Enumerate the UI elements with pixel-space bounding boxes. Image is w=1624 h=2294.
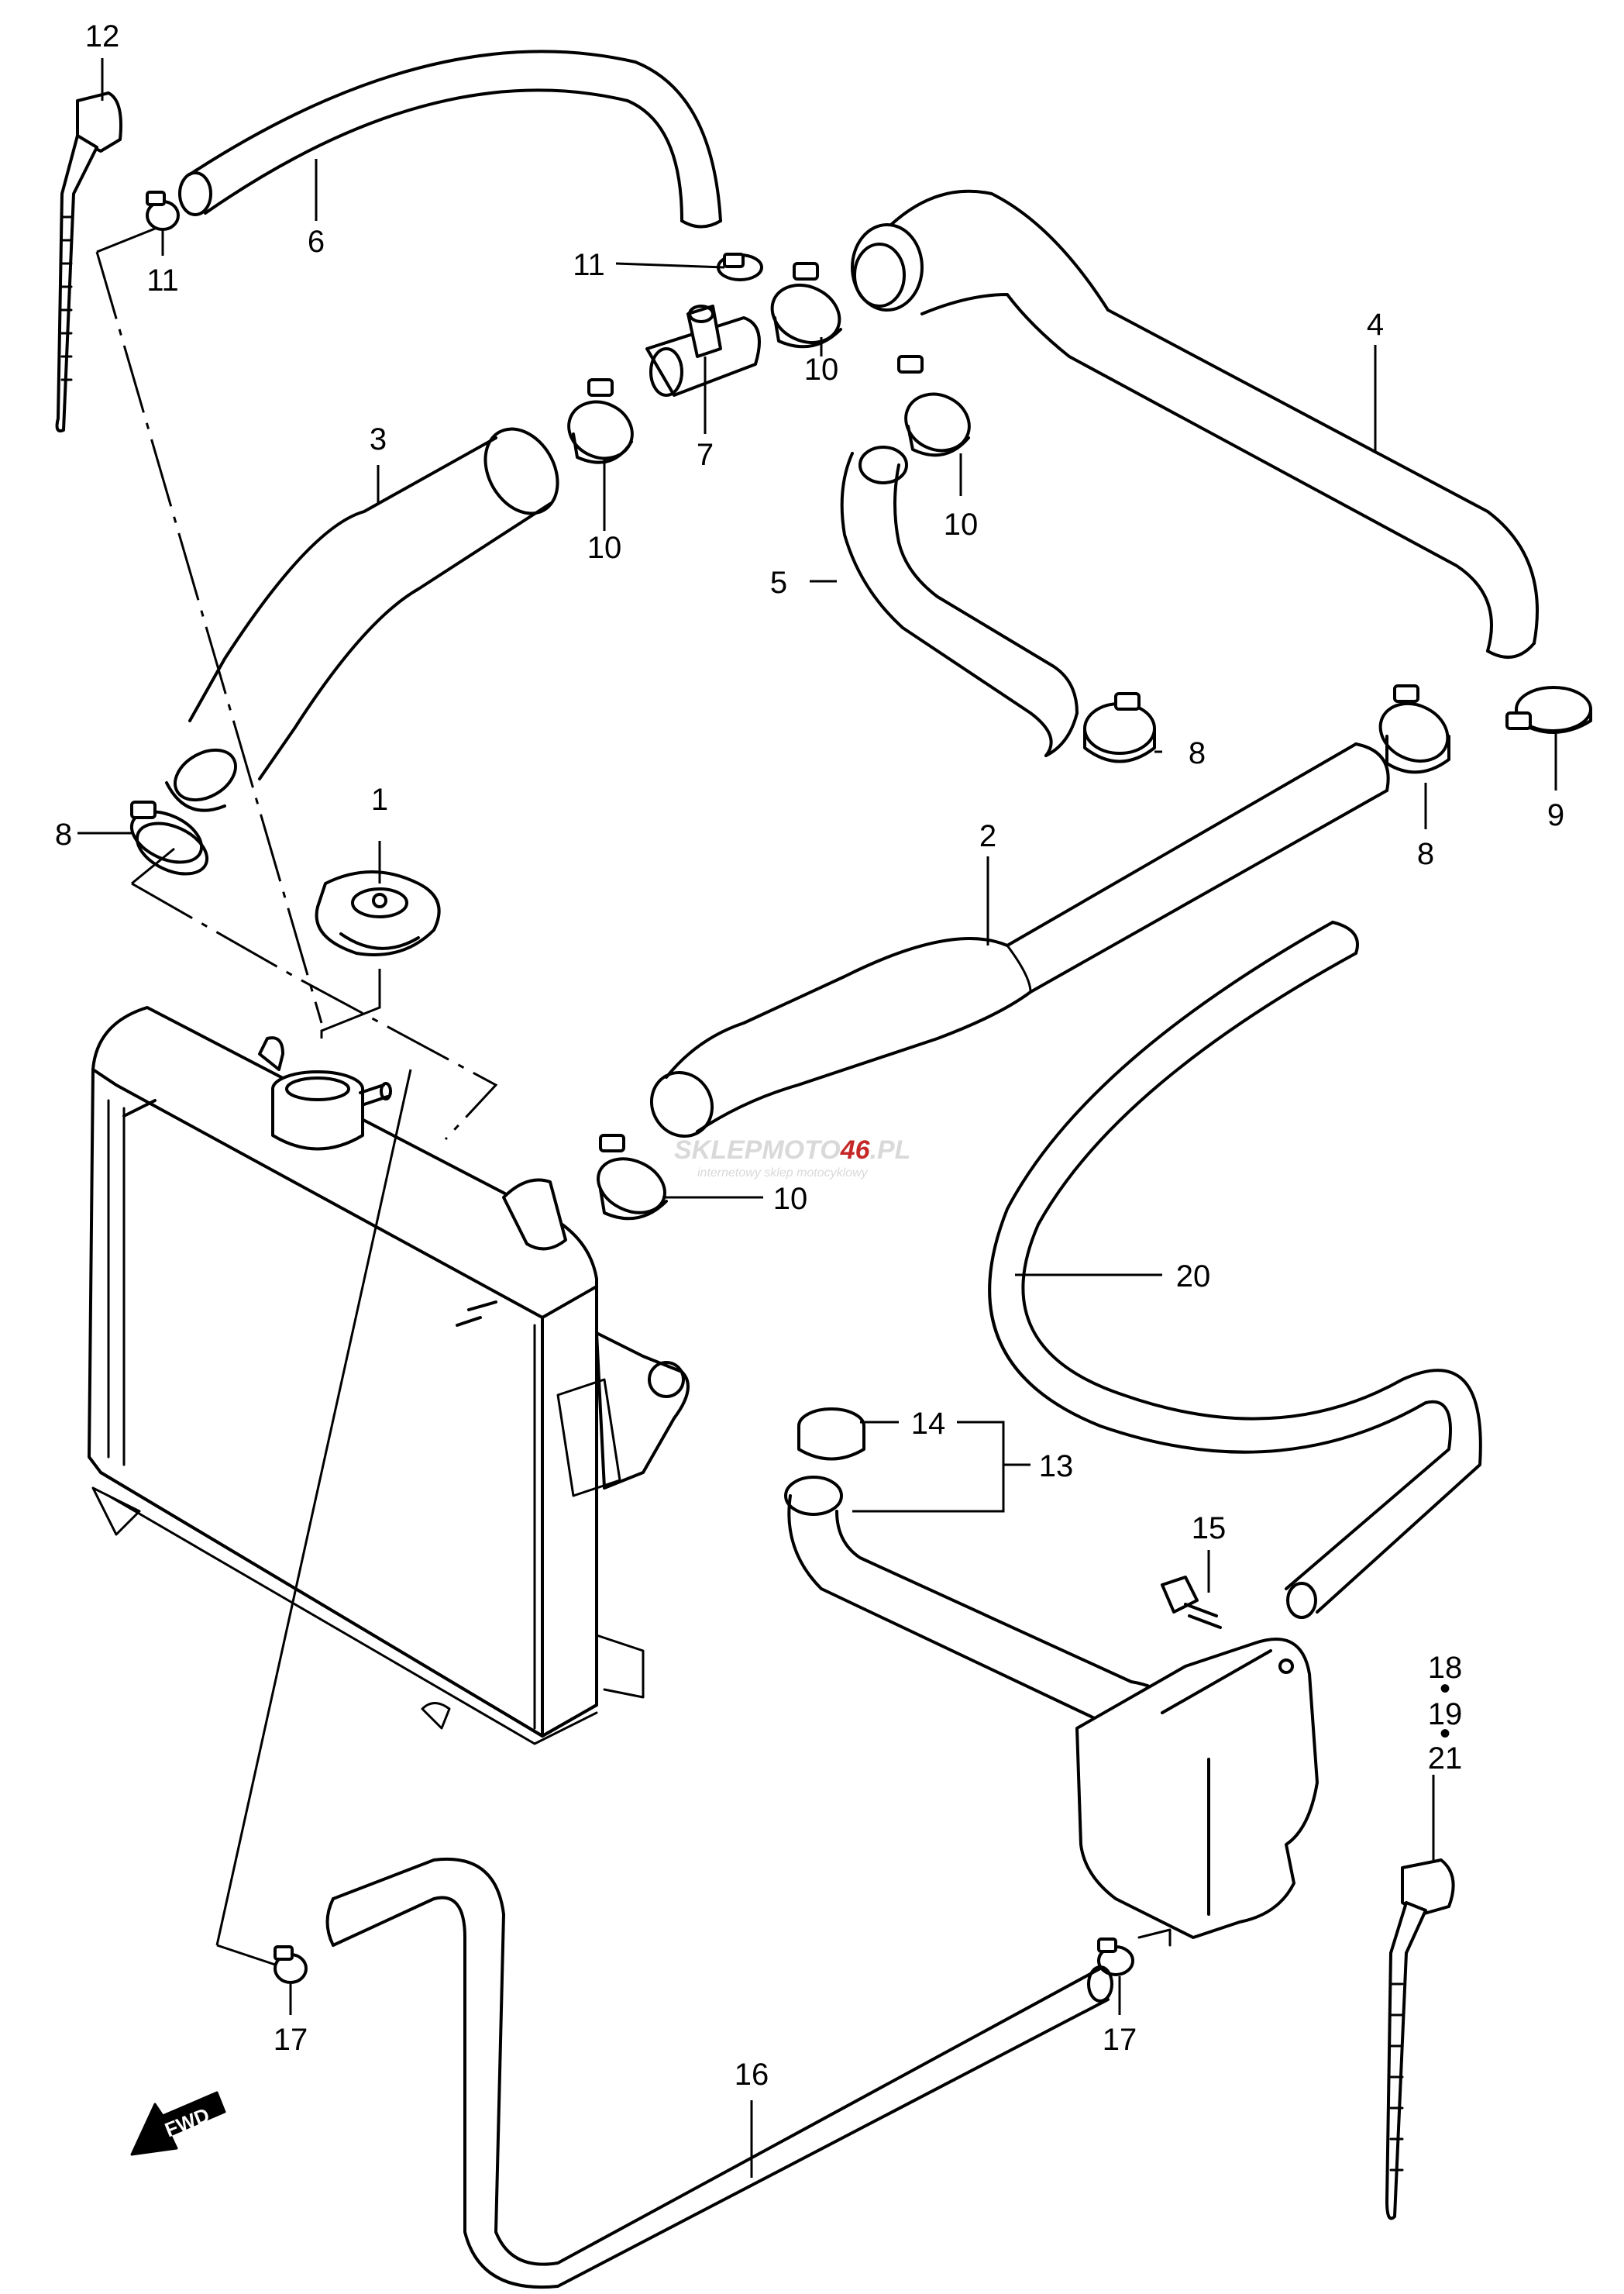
joint-7 (645, 305, 761, 397)
label-5: 5 (770, 566, 787, 600)
label-9: 9 (1547, 798, 1564, 832)
label-10-a: 10 (587, 531, 622, 565)
hose-5 (840, 446, 1079, 757)
svg-text:internetowy sklep motocyklowy: internetowy sklep motocyklowy (697, 1166, 869, 1180)
label-2: 2 (979, 819, 996, 853)
label-21: 21 (1428, 1741, 1463, 1776)
radiator (88, 1006, 690, 1745)
hose-16 (325, 1857, 1113, 2289)
clamp-11-top (146, 191, 180, 231)
label-19: 19 (1428, 1697, 1463, 1731)
label-7: 7 (697, 438, 714, 472)
label-8-left: 8 (55, 818, 72, 852)
hose-2 (649, 742, 1390, 1138)
label-4: 4 (1367, 308, 1384, 342)
label-13: 13 (1039, 1449, 1074, 1483)
clamp-10-b (770, 262, 842, 349)
clamp-17-right (1097, 1938, 1134, 1976)
bolt-15 (1161, 1576, 1222, 1629)
separator-dot-1: • (1440, 1672, 1450, 1706)
watermark-logo: SKLEPMOTO46.PL internetowy sklep motocyk… (674, 1135, 910, 1180)
label-10-d: 10 (773, 1182, 808, 1216)
cable-tie-12 (55, 91, 122, 432)
label-12: 12 (85, 19, 120, 53)
label-10-b: 10 (804, 353, 839, 387)
label-18: 18 (1428, 1651, 1463, 1685)
clamp-8-right (1378, 684, 1450, 774)
label-17-right: 17 (1103, 2023, 1137, 2057)
separator-dot-2: • (1440, 1717, 1450, 1751)
radiator-cap (315, 870, 441, 956)
clamp-8-mid (1083, 692, 1156, 763)
label-11-mid: 11 (573, 248, 605, 282)
cable-tie-18-19-21 (1385, 1858, 1455, 2220)
fwd-direction-arrow-icon: FWD (130, 2091, 226, 2156)
clamp-11-mid (717, 253, 763, 281)
assembly-lines (95, 227, 498, 1966)
label-11-top: 11 (146, 264, 179, 298)
label-8-mid: 8 (1189, 736, 1206, 770)
label-3: 3 (370, 422, 387, 456)
label-10-c: 10 (944, 508, 979, 542)
hose-4 (851, 189, 1539, 659)
leader-lines (77, 58, 1557, 2178)
clamp-17-left (274, 1945, 308, 1984)
hose-13 (784, 1407, 1173, 1731)
label-15: 15 (1192, 1511, 1227, 1545)
clamp-10-d (597, 1134, 668, 1221)
hose-3 (165, 427, 559, 812)
svg-text:SKLEPMOTO46.PL: SKLEPMOTO46.PL (674, 1135, 910, 1165)
clamp-10-a (567, 378, 634, 464)
label-14: 14 (911, 1407, 946, 1441)
label-16: 16 (735, 2058, 769, 2092)
label-20: 20 (1176, 1259, 1211, 1293)
label-17-left: 17 (274, 2023, 308, 2057)
hose-6 (178, 50, 722, 229)
clamp-10-c (897, 355, 971, 457)
clamp-9 (1505, 686, 1592, 734)
part-number-labels: 1 2 3 4 5 6 7 8 8 8 9 10 10 10 10 11 11 … (55, 19, 1564, 2092)
reservoir-tank (1075, 1638, 1319, 1947)
clamp-8-left (129, 801, 209, 876)
label-8-right: 8 (1417, 837, 1434, 871)
hose-20 (988, 921, 1482, 1619)
label-6: 6 (308, 225, 325, 259)
label-1: 1 (371, 783, 388, 817)
